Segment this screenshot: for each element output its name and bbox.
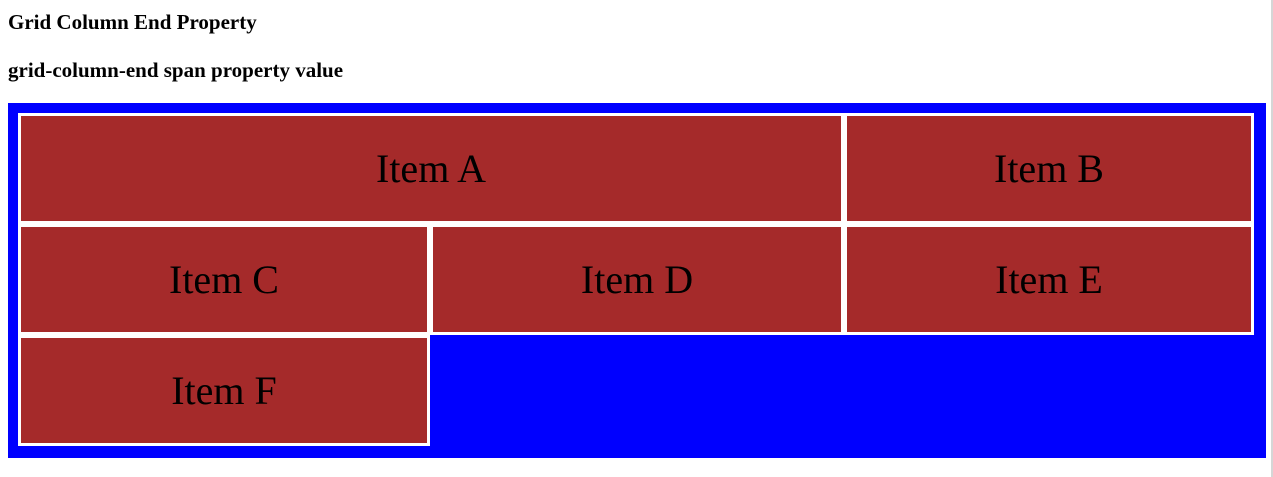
window-scroll-edge bbox=[1271, 0, 1273, 477]
grid-item-d: Item D bbox=[430, 224, 844, 335]
grid-item-e: Item E bbox=[844, 224, 1254, 335]
grid-container: Item A Item B Item C Item D Item E Item … bbox=[8, 103, 1266, 458]
page-subtitle: grid-column-end span property value bbox=[8, 58, 344, 82]
page-title: Grid Column End Property bbox=[8, 10, 257, 34]
grid-item-f: Item F bbox=[18, 335, 430, 446]
grid-item-b: Item B bbox=[844, 113, 1254, 224]
grid-item-c: Item C bbox=[18, 224, 430, 335]
grid-item-a: Item A bbox=[18, 113, 844, 224]
